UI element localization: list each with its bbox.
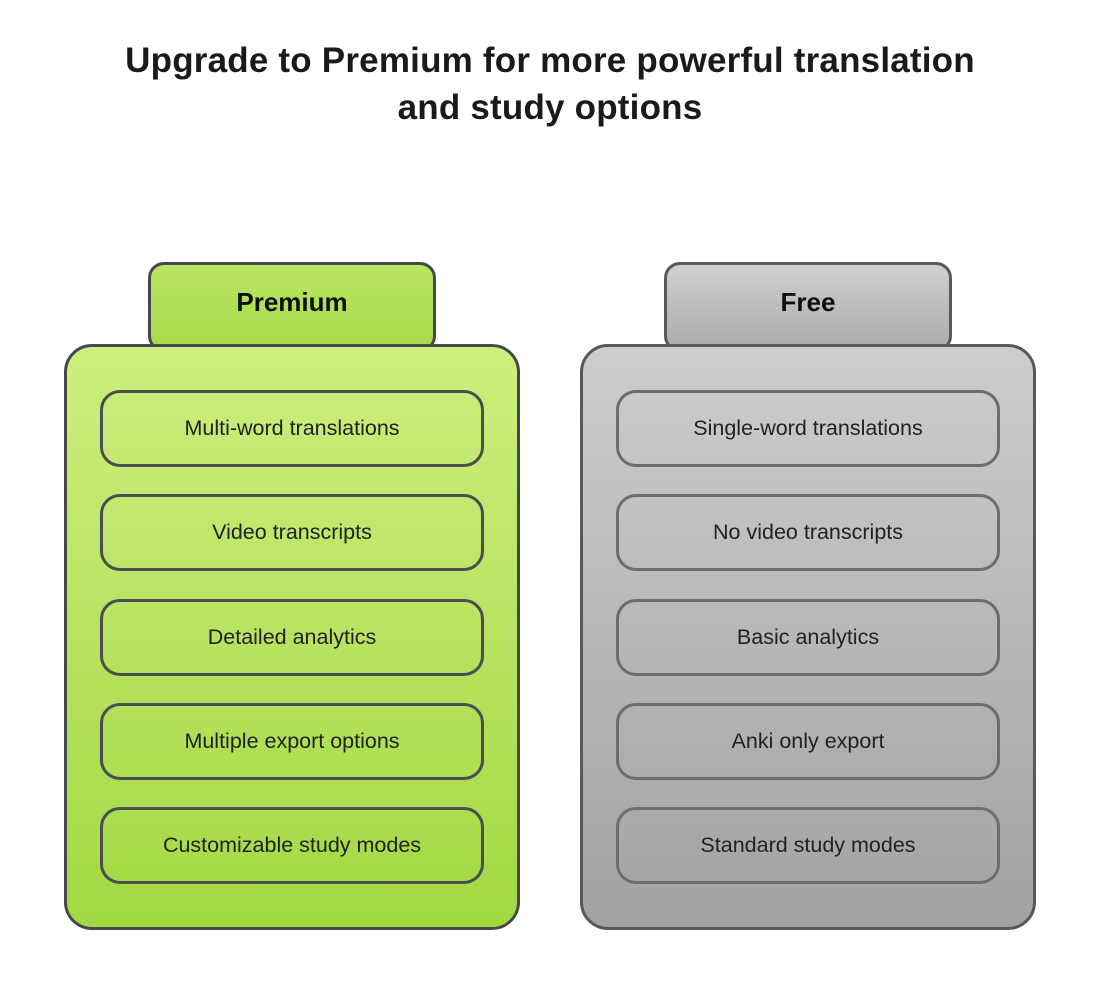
free-tab-label: Free — [780, 287, 836, 317]
free-feature-anki-only-export: Anki only export — [616, 702, 1000, 780]
premium-card: Multi-word translations Video transcript… — [64, 344, 520, 930]
premium-feature-export-options: Multiple export options — [100, 702, 484, 780]
free-feature-standard-study-modes: Standard study modes — [616, 807, 1000, 884]
premium-tab-header: Premium — [148, 262, 436, 352]
premium-feature-video-transcripts: Video transcripts — [100, 494, 484, 572]
premium-feature-study-modes: Customizable study modes — [100, 807, 484, 884]
free-feature-single-word-translations: Single-word translations — [616, 390, 1000, 467]
premium-feature-detailed-analytics: Detailed analytics — [100, 598, 484, 676]
premium-tab-label: Premium — [236, 287, 348, 317]
page-title: Upgrade to Premium for more powerful tra… — [125, 41, 975, 127]
premium-feature-multi-word-translations: Multi-word translations — [100, 390, 484, 467]
free-feature-basic-analytics: Basic analytics — [616, 598, 1000, 676]
free-feature-no-video-transcripts: No video transcripts — [616, 494, 1000, 572]
free-card: Single-word translations No video transc… — [580, 344, 1036, 930]
free-tab-header: Free — [664, 262, 952, 352]
